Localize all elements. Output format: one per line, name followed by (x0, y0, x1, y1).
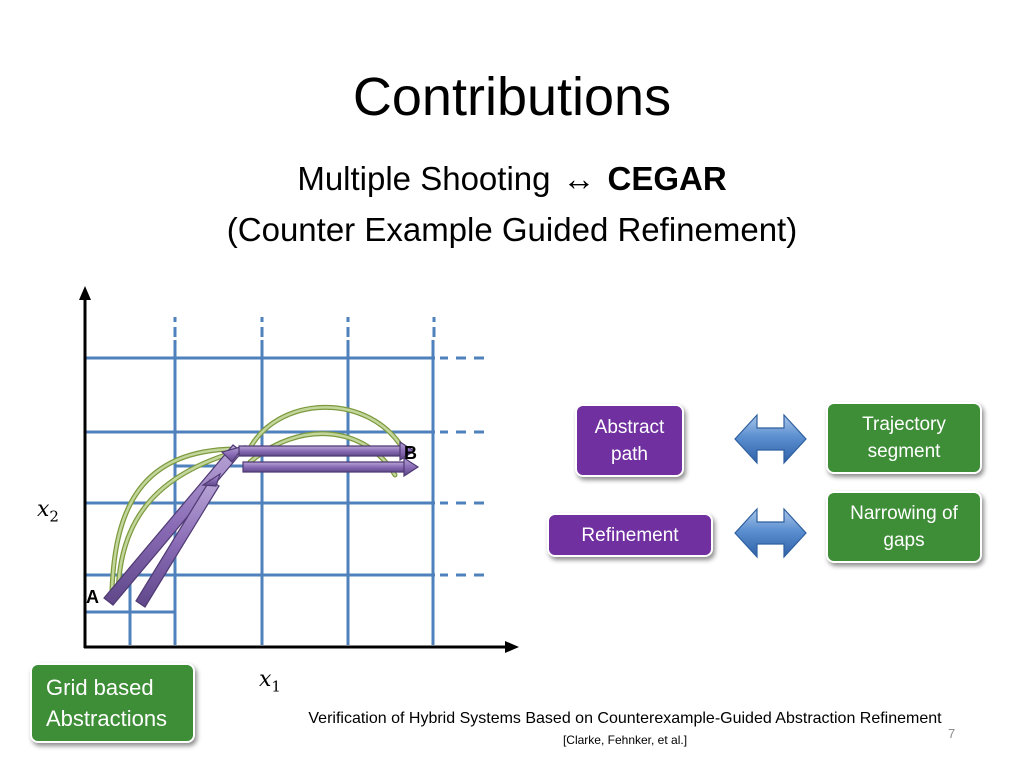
subtitle-cegar: CEGAR (607, 160, 727, 197)
y-axis-arrowhead (79, 286, 91, 300)
narrowing-of-gaps-box: Narrowing of gaps (826, 491, 982, 563)
point-a-label: A (86, 587, 99, 607)
x-axis-arrowhead (505, 641, 519, 653)
abstract-paths (103, 440, 420, 608)
grid-continuation-dashes (173, 317, 484, 577)
abstract-path-arrowhead (201, 472, 222, 487)
abstract-path-arrow (103, 444, 243, 606)
abstract-path-arrowhead (399, 440, 416, 462)
x-axis-label: x1 (259, 667, 281, 696)
refinement-box: Refinement (547, 513, 713, 557)
subtitle-line-2: (Counter Example Guided Refinement) (226, 211, 798, 248)
abstract-path-arrow (238, 445, 404, 457)
abstract-path-arrow (242, 461, 408, 473)
slide-title: Contributions (352, 67, 672, 127)
subtitle-line-1: Multiple Shooting ↔ CEGAR (0, 157, 1024, 201)
correspondence-arrows (734, 413, 807, 559)
trajectory-segment-box: Trajectory segment (826, 402, 982, 474)
abstract-path-arrowhead (403, 456, 420, 478)
reference-title: Verification of Hybrid Systems Based on … (308, 710, 942, 727)
concrete-trajectories (109, 404, 408, 596)
point-b-label: B (404, 443, 417, 463)
abstract-path-box: Abstract path (575, 404, 684, 477)
abstract-path-arrow (135, 479, 220, 608)
double-arrow-icon: ↔ (562, 160, 596, 197)
coordinate-axes (79, 286, 519, 653)
subtitle-multiple-shooting: Multiple Shooting (297, 160, 551, 197)
slide-number: 7 (948, 726, 956, 741)
double-arrow-icon (734, 413, 807, 465)
reference-citation: [Clarke, Fehnker, et al.] (562, 733, 688, 747)
grid-based-abstractions-box: Grid based Abstractions (30, 663, 195, 743)
y-axis-label: x2 (37, 497, 59, 526)
double-arrow-icon (734, 507, 807, 559)
